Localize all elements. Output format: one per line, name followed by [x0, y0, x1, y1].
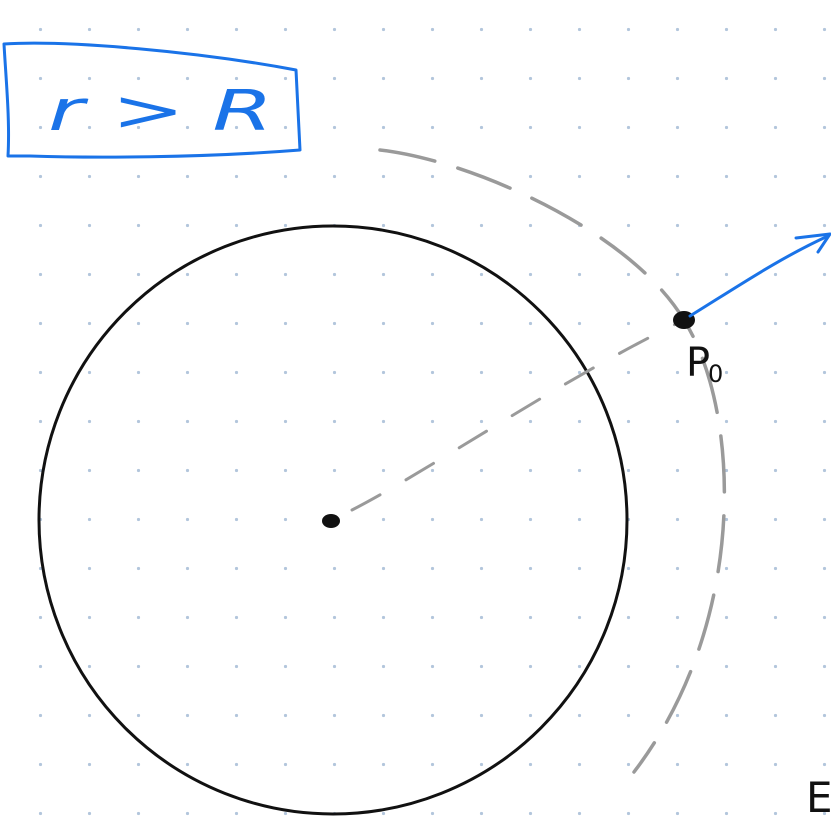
condition-label-box: r > R — [2, 41, 302, 159]
field-vector-arrow — [688, 232, 831, 318]
condition-label-text: r > R — [48, 79, 273, 144]
point-label-letter: P — [686, 340, 710, 386]
corner-letter-fragment: E — [806, 773, 831, 822]
inner-sphere-circle — [37, 224, 629, 816]
point-p0-label: P 0 — [686, 340, 723, 388]
radial-dashed-line — [350, 318, 686, 512]
arrow-shaft — [688, 234, 830, 318]
point-label-subscript: 0 — [708, 360, 723, 388]
condition-box-outline — [2, 41, 302, 159]
arrow-head — [794, 232, 831, 254]
center-point — [322, 514, 340, 528]
